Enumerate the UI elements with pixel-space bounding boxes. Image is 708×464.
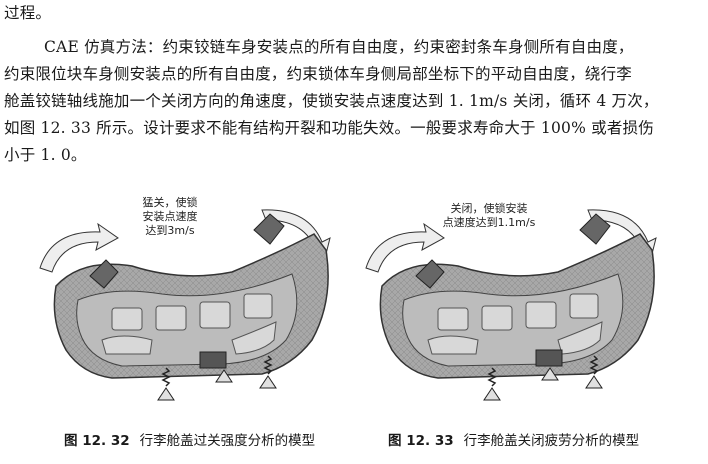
paragraph-line: 约束限位块车身侧安装点的所有自由度，约束锁体车身侧局部坐标下的平动自由度，绕行李 (4, 65, 633, 83)
caption-number: 图 12. 32 (64, 433, 130, 449)
figure-annotation: 猛关，使锁 安装点速度 达到3m/s (142, 196, 198, 237)
paragraph-line: 小于 1. 0。 (4, 146, 87, 164)
figure-12-33: 关闭，使锁安装 点速度达到1.1m/s (356, 190, 686, 420)
caption-number: 图 12. 33 (388, 433, 454, 449)
figure-12-32: 猛关，使锁 安装点速度 达到3m/s (22, 190, 352, 420)
caption-text: 行李舱盖过关强度分析的模型 (139, 433, 316, 449)
figure-caption: 图 12. 32 行李舱盖过关强度分析的模型 (64, 432, 315, 450)
trunk-lid-model-image (39, 209, 331, 401)
paragraph-line: 过程。 (4, 4, 52, 22)
figure-caption: 图 12. 33 行李舱盖关闭疲劳分析的模型 (388, 432, 639, 450)
figure-annotation: 关闭，使锁安装 点速度达到1.1m/s (442, 202, 536, 229)
paragraph-line: CAE 仿真方法：约束铰链车身安装点的所有自由度，约束密封条车身侧所有自由度， (44, 38, 634, 56)
caption-text: 行李舱盖关闭疲劳分析的模型 (463, 433, 640, 449)
paragraph-line: 如图 12. 33 所示。设计要求不能有结构开裂和功能失效。一般要求寿命大于 1… (4, 119, 654, 137)
trunk-lid-model-image (365, 209, 657, 401)
paragraph-line: 舱盖铰链轴线施加一个关闭方向的角速度，使锁安装点速度达到 1. 1m/s 关闭，… (4, 92, 659, 110)
